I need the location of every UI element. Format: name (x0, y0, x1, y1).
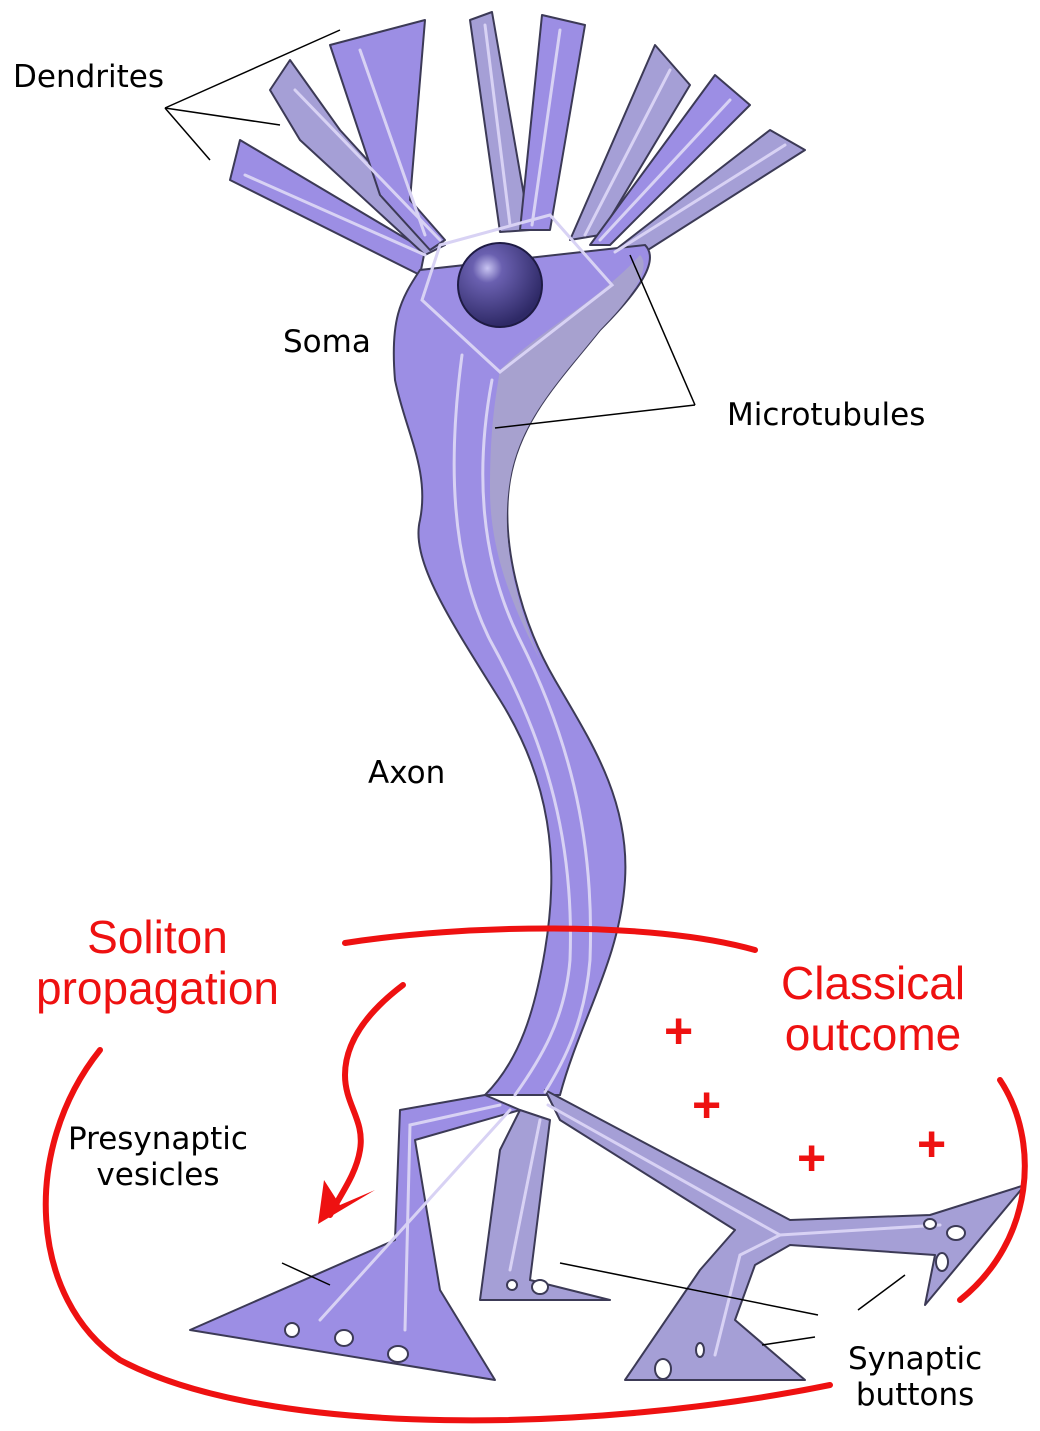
plus-sign: + (664, 1006, 693, 1056)
vesicle (507, 1280, 517, 1290)
vesicle (532, 1280, 548, 1294)
dendrite (520, 15, 585, 230)
soma-label: Soma (283, 325, 371, 361)
vesicle (947, 1226, 965, 1240)
synaptic-label-line1: Synaptic (848, 1342, 982, 1378)
dendrite (470, 12, 530, 232)
vesicle (285, 1323, 299, 1337)
classical-label-line2: outcome (781, 1009, 965, 1060)
soliton-label-line2: propagation (36, 963, 279, 1014)
plus-sign: + (797, 1133, 826, 1183)
presynaptic-label-line1: Presynaptic (68, 1122, 248, 1158)
vesicle (335, 1330, 353, 1346)
plus-sign: + (917, 1119, 946, 1169)
soliton-label-line1: Soliton (36, 912, 279, 963)
vesicle (696, 1343, 704, 1357)
vesicle (655, 1359, 671, 1379)
synaptic-label-line2: buttons (848, 1378, 982, 1414)
vesicle (936, 1253, 948, 1271)
dendrites (230, 12, 805, 275)
soliton-arrow (330, 985, 403, 1215)
vesicle (924, 1219, 936, 1229)
presynaptic-label-line2: vesicles (68, 1158, 248, 1194)
nucleus (458, 243, 542, 327)
vesicle (388, 1346, 408, 1362)
axon-label: Axon (368, 756, 445, 792)
classical-label-line1: Classical (781, 958, 965, 1009)
presynaptic-vesicles-label: Presynaptic vesicles (68, 1122, 248, 1193)
plus-sign: + (692, 1080, 721, 1130)
classical-outcome-label: Classical outcome (781, 958, 965, 1059)
axon-terminals (190, 1090, 1025, 1380)
dendrites-label: Dendrites (13, 60, 164, 96)
microtubules-label: Microtubules (727, 398, 925, 434)
synaptic-buttons-label: Synaptic buttons (848, 1342, 982, 1413)
soliton-propagation-label: Soliton propagation (36, 912, 279, 1013)
